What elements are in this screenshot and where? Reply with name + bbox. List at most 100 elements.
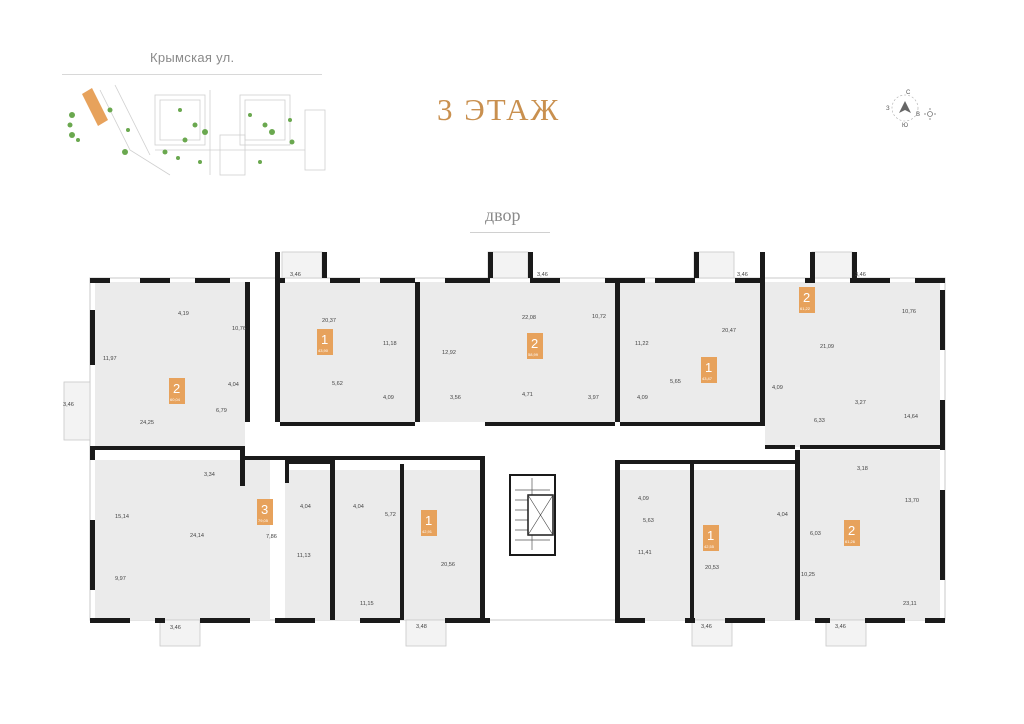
room-area: 3,18 <box>857 466 868 472</box>
apartment-badge[interactable]: 2 58,99 <box>527 333 543 359</box>
apartment-badge[interactable]: 1 42,55 <box>703 525 719 551</box>
room-area: 24,25 <box>140 420 154 426</box>
room-area: 3,27 <box>855 400 866 406</box>
room-area: 10,25 <box>801 572 815 578</box>
apartment-rooms: 3 <box>261 502 268 517</box>
room-area: 12,92 <box>442 350 456 356</box>
room-fills <box>95 282 940 620</box>
apartment-area: 61,26 <box>845 539 856 544</box>
room-area: 6,33 <box>814 418 825 424</box>
room-area: 23,11 <box>903 601 917 607</box>
room-area: 3,46 <box>290 272 301 278</box>
apartment-rooms: 1 <box>705 360 712 375</box>
room-area: 4,04 <box>353 504 364 510</box>
apartment-area: 60,04 <box>170 397 181 402</box>
room-area: 21,09 <box>820 344 834 350</box>
room-area: 11,13 <box>297 553 311 559</box>
room-area: 5,72 <box>385 512 396 518</box>
room-area: 3,46 <box>737 272 748 278</box>
apartment-area: 58,99 <box>528 352 539 357</box>
room-area: 4,09 <box>637 395 648 401</box>
site-plan <box>67 84 326 176</box>
apartment-area: 42,91 <box>422 529 433 534</box>
room-area: 6,79 <box>216 408 227 414</box>
compass-arrow-icon <box>899 101 911 113</box>
room-area: 20,37 <box>322 318 336 324</box>
apartment-badge[interactable]: 2 61,22 <box>799 287 815 313</box>
apartment-badge[interactable]: 2 61,26 <box>844 520 860 546</box>
room-area: 3,46 <box>835 624 846 630</box>
room-area: 3,46 <box>701 624 712 630</box>
apartment-badge[interactable]: 3 79,05 <box>257 499 273 525</box>
compass-north: С <box>906 90 911 96</box>
room-area: 20,56 <box>441 562 455 568</box>
room-area: 20,53 <box>705 565 719 571</box>
room-area: 3,46 <box>537 272 548 278</box>
room-area: 4,19 <box>178 311 189 317</box>
room-area: 3,46 <box>855 272 866 278</box>
room-area: 3,97 <box>588 395 599 401</box>
room-area: 6,03 <box>810 531 821 537</box>
room-area: 11,97 <box>103 356 117 362</box>
apartment-area: 43,90 <box>318 348 329 353</box>
compass-east: В <box>916 112 920 118</box>
apartment-rooms: 1 <box>321 332 328 347</box>
apartment-badge[interactable]: 1 42,91 <box>421 510 437 536</box>
room-area: 11,18 <box>383 341 397 347</box>
room-area: 14,64 <box>904 414 918 420</box>
room-area: 4,09 <box>772 385 783 391</box>
room-area: 10,76 <box>232 326 246 332</box>
apartment-rooms: 1 <box>707 528 714 543</box>
room-area: 9,97 <box>115 576 126 582</box>
balconies <box>63 251 867 647</box>
room-area: 22,08 <box>522 315 536 321</box>
compass-south: Ю <box>902 123 908 129</box>
room-area: 11,15 <box>360 601 374 607</box>
room-area: 11,22 <box>635 341 649 347</box>
room-area: 13,70 <box>905 498 919 504</box>
room-area: 24,14 <box>190 533 204 539</box>
room-area: 15,14 <box>115 514 129 520</box>
room-area: 7,86 <box>266 534 277 540</box>
compass: С В Ю З <box>886 90 936 129</box>
room-area: 4,04 <box>777 512 788 518</box>
apartment-badge[interactable]: 2 60,04 <box>169 378 185 404</box>
sun-icon <box>924 108 936 120</box>
room-area: 10,76 <box>902 309 916 315</box>
floor-plan: 4,19 10,76 11,97 4,04 6,79 24,25 3,46 20… <box>63 251 946 647</box>
apartment-rooms: 2 <box>848 523 855 538</box>
room-area: 4,04 <box>300 504 311 510</box>
walls <box>90 252 945 623</box>
apartment-rooms: 2 <box>531 336 538 351</box>
room-area: 4,09 <box>383 395 394 401</box>
room-area: 5,63 <box>643 518 654 524</box>
apartment-badge[interactable]: 1 43,47 <box>701 357 717 383</box>
room-labels: 4,19 10,76 11,97 4,04 6,79 24,25 3,46 20… <box>63 272 919 631</box>
room-area: 3,46 <box>170 625 181 631</box>
room-area: 4,71 <box>522 392 533 398</box>
room-area: 3,48 <box>416 624 427 630</box>
site-plan-building-highlight <box>82 88 108 126</box>
apartment-rooms: 2 <box>803 290 810 305</box>
room-area: 5,62 <box>332 381 343 387</box>
room-area: 10,72 <box>592 314 606 320</box>
apartment-rooms: 2 <box>173 381 180 396</box>
apartment-area: 61,22 <box>800 306 811 311</box>
compass-west: З <box>886 106 890 112</box>
yard-line <box>470 232 550 233</box>
room-area: 3,34 <box>204 472 215 478</box>
yard-label: двор <box>485 205 521 225</box>
room-area: 11,41 <box>638 550 652 556</box>
floor-title: 3 ЭТАЖ <box>437 92 561 127</box>
room-area: 3,56 <box>450 395 461 401</box>
street-label: Крымская ул. <box>150 50 235 65</box>
apartment-badge[interactable]: 1 43,90 <box>317 329 333 355</box>
apartment-area: 43,47 <box>702 376 713 381</box>
stair-core <box>509 474 556 556</box>
apartment-rooms: 1 <box>425 513 432 528</box>
room-area: 4,09 <box>638 496 649 502</box>
apartment-area: 79,05 <box>258 518 269 523</box>
street-line <box>62 74 322 75</box>
apartment-area: 42,55 <box>704 544 715 549</box>
room-area: 3,46 <box>63 402 74 408</box>
